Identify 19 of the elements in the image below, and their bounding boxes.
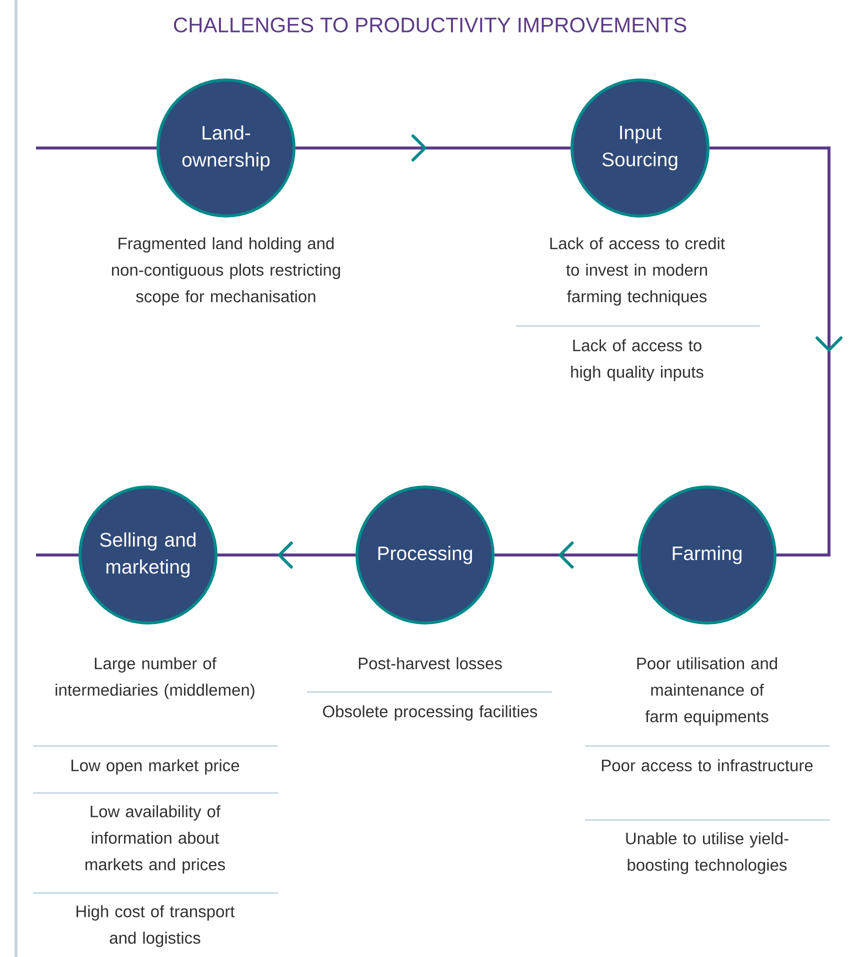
connector-line [218, 542, 356, 568]
description-text: Lack of access to credit to invest in modern farming techniques [550, 237, 725, 306]
description-text: Obsolete processing facilities [323, 705, 538, 721]
connector-line [710, 146, 842, 556]
description-text: High cost of transport and logistics [76, 905, 235, 948]
description-text: Poor utilisation and maintenance of farm equipments [637, 657, 777, 726]
connector-line [296, 134, 570, 162]
description-text: Unable to utilise yield-boosting technologies [626, 832, 788, 874]
connector-line [36, 554, 78, 556]
title: CHALLENGES TO PRODUCTIVITY IMPROVEMENTS [174, 18, 686, 32]
description-text: Low open market price [72, 759, 240, 775]
description-text: Fragmented land holding and non-contiguous plots restricting scope for mechanisation [112, 237, 340, 306]
description-text: Post-harvest losses [358, 657, 502, 670]
description-text: Poor access to infrastructure [602, 759, 813, 772]
description-text: Lack of access to high quality inputs [571, 339, 704, 382]
connector-line [36, 146, 156, 150]
connector-line [494, 542, 638, 568]
description-text: Low availability of information about markets and prices [86, 805, 225, 874]
description-text: Large number of intermediaries (middlemen) [56, 657, 254, 700]
